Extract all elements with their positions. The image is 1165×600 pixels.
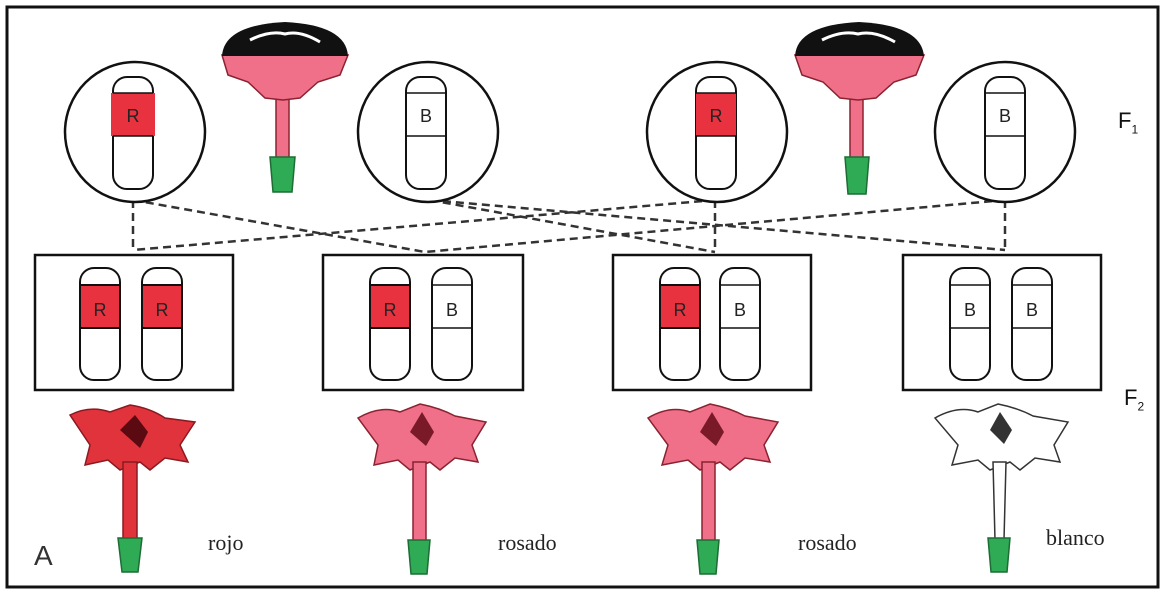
allele-letter: B [734, 300, 746, 320]
color-label-pink: rosado [798, 530, 857, 555]
cross-lines [131, 198, 1007, 254]
cross-line [132, 198, 716, 252]
genotype-box [611, 253, 813, 392]
allele-letter: R [94, 300, 107, 320]
chromosome [405, 76, 447, 190]
genotype-box [33, 253, 235, 392]
allele-letter: B [420, 106, 432, 126]
f2-label-letter: F [1124, 385, 1138, 410]
f2-flower-white [933, 403, 1070, 573]
color-label-pink: rosado [498, 530, 557, 555]
allele-letter: B [999, 106, 1011, 126]
cross-line [132, 198, 426, 254]
f2-allele-letters: R R R B R B B B [94, 300, 1039, 320]
allele-band [111, 93, 155, 136]
f1-flower-right [793, 22, 926, 195]
allele-band [696, 93, 736, 136]
f1-gamete-circles [63, 60, 1077, 204]
cross-line [429, 198, 716, 254]
f2-label-subscript: 2 [1137, 399, 1145, 414]
f1-allele-letters: R B R B [127, 106, 1012, 126]
genotype-box [321, 253, 525, 392]
chromosome [984, 76, 1026, 190]
outer-frame [5, 5, 1160, 589]
f2-label: F2 [1124, 385, 1144, 413]
f1-label-letter: F [1118, 108, 1132, 133]
allele-letter: B [446, 300, 458, 320]
allele-letter: R [127, 106, 140, 126]
cross-line [424, 198, 1006, 254]
f2-flower-pink-1 [356, 403, 488, 575]
f1-chromosomes [111, 76, 1026, 190]
f2-genotype-boxes [33, 253, 1103, 392]
genotype-box [901, 253, 1103, 392]
f2-flower-red [68, 404, 197, 573]
color-label-red: rojo [208, 530, 244, 555]
f2-chromosomes [79, 267, 1053, 381]
f1-flower-left [220, 22, 350, 193]
allele-letter: R [710, 106, 723, 126]
allele-letter: R [384, 300, 397, 320]
allele-letter: R [674, 300, 687, 320]
f2-flower-pink-2 [646, 403, 780, 575]
allele-letter: B [964, 300, 976, 320]
allele-letter: R [156, 300, 169, 320]
panel-letter: A [34, 540, 53, 571]
f1-label: F1 [1118, 108, 1138, 136]
f1-label-subscript: 1 [1131, 122, 1139, 137]
color-label-white: blanco [1046, 525, 1105, 550]
allele-letter: B [1026, 300, 1038, 320]
